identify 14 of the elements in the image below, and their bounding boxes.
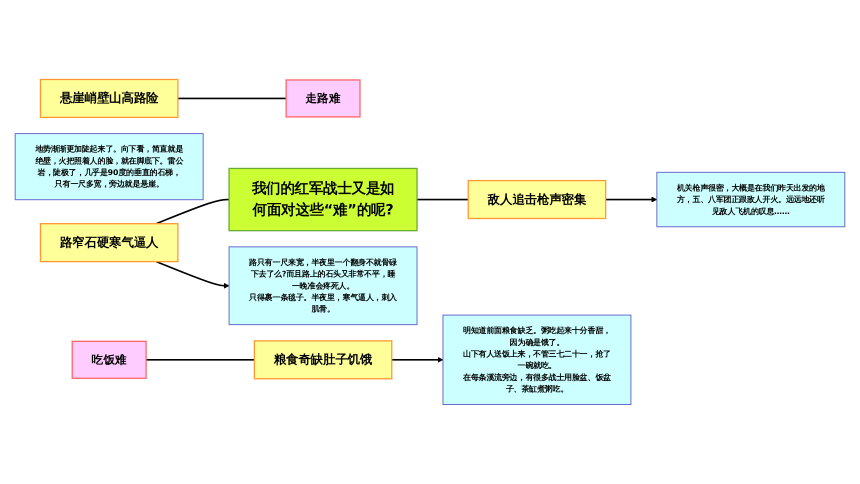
arrow [392, 356, 444, 363]
connector [146, 359, 254, 361]
connector [156, 198, 230, 224]
arrow [156, 260, 230, 289]
node-box: 我们的红军战士又是如何面对这些“难”的呢? [228, 168, 418, 232]
arrow [606, 196, 658, 202]
connector [178, 98, 286, 100]
node-box: 走路难 [285, 79, 361, 118]
node-box: 敌人追击枪声密集 [468, 180, 606, 220]
node-box: 粮食奇缺肚子饥饿 [254, 340, 392, 380]
node-box: 路窄石硬寒气逼人 [40, 223, 179, 262]
connector [417, 198, 468, 200]
node-box: 悬崖峭壁山高路险 [40, 78, 179, 118]
node-box: 吃饭难 [72, 340, 147, 379]
